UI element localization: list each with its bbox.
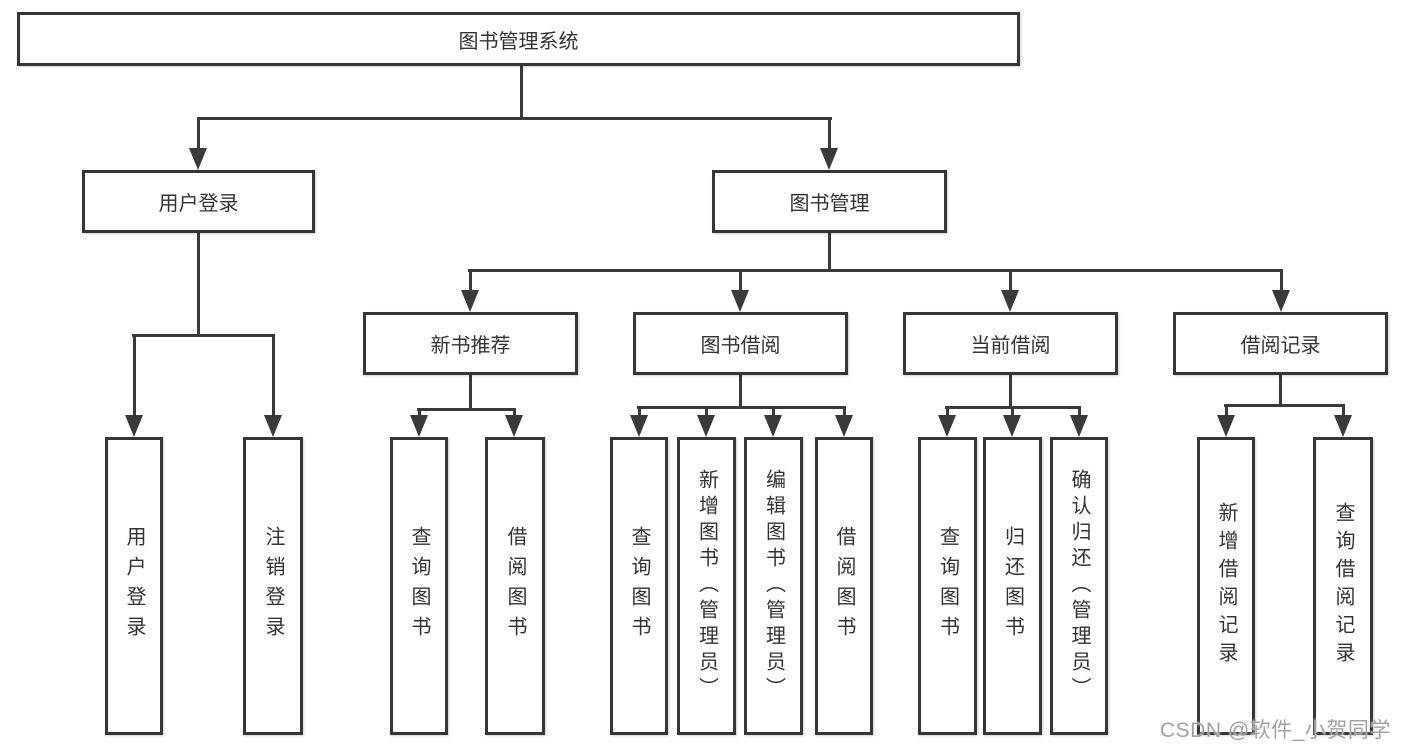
connector-line [1011, 406, 1014, 418]
arrow-down-icon [505, 415, 523, 437]
arrow-down-icon [189, 148, 207, 170]
connector-line [132, 334, 275, 337]
arrow-down-icon [1217, 415, 1235, 437]
connector-line [828, 117, 831, 152]
connector-line [1009, 269, 1012, 293]
connector-line [418, 408, 421, 418]
connector-line [468, 269, 1283, 272]
connector-line [133, 334, 136, 417]
arrow-down-icon [1003, 415, 1021, 437]
arrow-down-icon [630, 415, 648, 437]
arrow-down-icon [1070, 415, 1088, 437]
connector-line [705, 406, 708, 418]
connector-line [513, 408, 516, 418]
connector-line [469, 269, 472, 293]
node-root: 图书管理系统 [17, 12, 1020, 66]
connector-line [1279, 375, 1282, 406]
node-leaf-query-books-current: 查询图书 [918, 437, 977, 735]
node-book-borrow: 图书借阅 [633, 312, 848, 375]
node-borrow-records: 借阅记录 [1173, 312, 1388, 375]
node-leaf-add-books-admin: 新增图书（管理员） [677, 437, 736, 735]
connector-line [197, 117, 832, 120]
node-leaf-query-books-borrow: 查询图书 [610, 437, 668, 735]
connector-line [1009, 375, 1012, 409]
node-leaf-confirm-return-admin: 确认归还（管理员） [1050, 437, 1108, 735]
arrow-down-icon [461, 290, 479, 312]
connector-line [1078, 406, 1081, 418]
connector-line [739, 375, 742, 409]
connector-line [272, 334, 275, 417]
arrow-down-icon [938, 415, 956, 437]
watermark-text: CSDN @软件_小贺同学 [1160, 719, 1391, 742]
connector-line [520, 66, 523, 120]
node-leaf-user-login: 用户登录 [105, 437, 163, 735]
arrow-down-icon [1272, 290, 1290, 312]
arrow-down-icon [764, 415, 782, 437]
connector-line [469, 375, 472, 411]
arrow-down-icon [697, 415, 715, 437]
node-leaf-add-borrow-record: 新增借阅记录 [1197, 437, 1255, 735]
node-leaf-query-books-recommend: 查询图书 [390, 437, 448, 735]
connector-line [197, 233, 200, 337]
arrow-down-icon [264, 415, 282, 437]
arrow-down-icon [125, 415, 143, 437]
connector-line [739, 269, 742, 293]
arrow-down-icon [731, 290, 749, 312]
arrow-down-icon [820, 148, 838, 170]
node-leaf-query-borrow-record: 查询借阅记录 [1313, 437, 1373, 735]
arrow-down-icon [410, 415, 428, 437]
connector-line [638, 406, 641, 418]
node-user-login: 用户登录 [82, 170, 315, 233]
connector-line [417, 408, 516, 411]
arrow-down-icon [1334, 415, 1352, 437]
node-current-borrow: 当前借阅 [903, 312, 1118, 375]
arrow-down-icon [1001, 290, 1019, 312]
node-leaf-logout: 注销登录 [243, 437, 303, 735]
connector-line [1280, 269, 1283, 293]
node-book-management: 图书管理 [712, 170, 947, 233]
connector-line [1342, 404, 1345, 418]
node-new-book-recommend: 新书推荐 [363, 312, 578, 375]
connector-line [772, 406, 775, 418]
node-leaf-return-books: 归还图书 [983, 437, 1042, 735]
arrow-down-icon [835, 415, 853, 437]
connector-line [197, 117, 200, 152]
node-leaf-borrow-books-recommend: 借阅图书 [485, 437, 545, 735]
connector-line [637, 406, 846, 409]
connector-line [1224, 404, 1345, 407]
node-leaf-edit-books-admin: 编辑图书（管理员） [744, 437, 803, 735]
connector-line [843, 406, 846, 418]
node-leaf-borrow-books-borrow: 借阅图书 [815, 437, 873, 735]
connector-line [1225, 404, 1228, 418]
connector-line [946, 406, 949, 418]
connector-line [828, 233, 831, 272]
